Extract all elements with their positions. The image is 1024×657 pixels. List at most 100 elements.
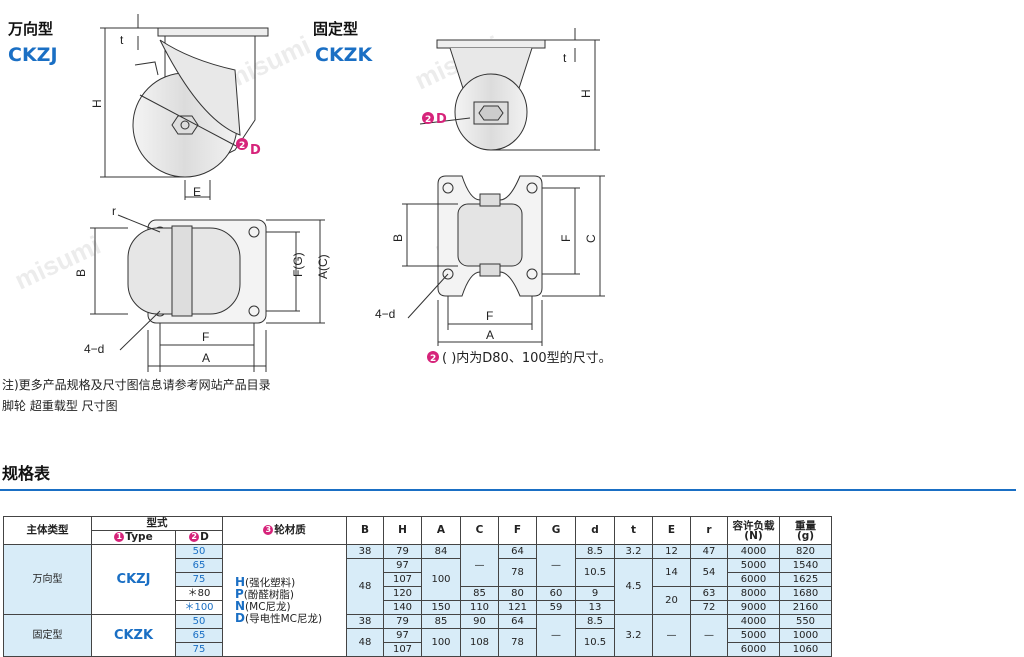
cell-A: 150 [421, 600, 461, 615]
cell-G: 60 [536, 586, 576, 601]
cell-weight: 1625 [779, 572, 832, 587]
badge-2-left: 2 [239, 141, 245, 151]
cell-d: 10.5 [575, 558, 615, 587]
material-letter: N [235, 598, 246, 613]
cell-G: — [536, 614, 576, 657]
cell-weight: 1060 [779, 642, 832, 657]
d-value: ＊100 [175, 600, 223, 615]
cell-C: 85 [460, 586, 499, 601]
th-load-unit: (N) [744, 529, 763, 542]
cell-C: 90 [460, 614, 499, 629]
note-line-2: 脚轮 超重载型 尺寸图 [2, 399, 118, 413]
watermark-1: misumi [10, 230, 105, 296]
footnote-text: ( )内为D80、100型的尺寸。 [442, 350, 612, 366]
dim-D-left: D [250, 143, 261, 158]
cell-B: 38 [346, 614, 384, 629]
cell-E: 12 [652, 544, 691, 559]
cell-weight: 550 [779, 614, 832, 629]
left-type-code: CKZJ [8, 44, 58, 66]
th-t: t [614, 516, 653, 545]
cell-load: 5000 [727, 628, 780, 643]
right-type-name: 固定型 [313, 20, 359, 38]
dim-r: r [112, 204, 116, 218]
cell-E: 14 [652, 558, 691, 587]
dim-4d-right: 4−d [375, 307, 395, 321]
section-title: 规格表 [2, 464, 51, 483]
cell-F: 64 [498, 544, 537, 559]
cell-H: 120 [383, 586, 422, 601]
cell-t: 4.5 [614, 558, 653, 615]
th-C: C [460, 516, 499, 545]
material-letter: H [235, 574, 246, 589]
dim-AC: A(C) [316, 254, 330, 279]
cell-r: 54 [690, 558, 728, 587]
group-name-swivel: 万向型 [3, 544, 92, 615]
dim-C: C [584, 234, 598, 243]
cell-C: — [460, 544, 499, 587]
cell-F: 64 [498, 614, 537, 629]
dim-H-left: H [90, 99, 104, 108]
th-B: B [346, 516, 384, 545]
dim-t-left: t [120, 33, 124, 47]
cell-weight: 2160 [779, 600, 832, 615]
dimension-drawing: 万向型 CKZJ 固定型 CKZK misumi misumi misumi m… [8, 14, 612, 372]
th-F: F [498, 516, 537, 545]
left-type-name: 万向型 [8, 20, 54, 38]
cell-weight: 1680 [779, 586, 832, 601]
cell-H: 107 [383, 572, 422, 587]
cell-d: 8.5 [575, 614, 615, 629]
cell-E: — [652, 614, 691, 657]
material-D: D(导电性MC尼龙) [235, 610, 346, 625]
cell-C: 110 [460, 600, 499, 615]
d-value: 75 [175, 572, 223, 587]
th-weight-label: 重量 [795, 519, 816, 532]
cell-r: 63 [690, 586, 728, 601]
note-line-1: 注)更多产品规格及尺寸图信息请参考网站产品目录 [2, 378, 271, 392]
th-load-label: 容许负载 [732, 519, 775, 532]
material-list: H(强化塑料) P(酚醛树脂) N(MC尼龙) D(导电性MC尼龙) [222, 544, 347, 657]
cell-d: 9 [575, 586, 615, 601]
dim-FG: F(G) [291, 252, 305, 277]
cell-load: 4000 [727, 614, 780, 629]
dim-D-right: D [436, 112, 447, 127]
th-d: d [575, 516, 615, 545]
cell-load: 6000 [727, 572, 780, 587]
material-letter: D [235, 610, 245, 625]
cell-F: 80 [498, 586, 537, 601]
th-d-label: D [200, 531, 209, 543]
cell-A: 85 [421, 614, 461, 629]
d-value: 65 [175, 628, 223, 643]
th-weight: 重量(g) [779, 516, 832, 545]
group-code-rigid: CKZK [91, 614, 176, 657]
dim-A-right: A [486, 328, 494, 342]
material-H: H(强化塑料) [235, 574, 346, 589]
cell-A: 100 [421, 558, 461, 601]
d-value: 65 [175, 558, 223, 573]
d-value: ＊80 [175, 586, 223, 601]
dim-F-right: F [486, 309, 493, 323]
material-desc: (导电性MC尼龙) [244, 612, 323, 625]
cell-r: 47 [690, 544, 728, 559]
badge-2: 2 [189, 532, 200, 542]
cell-F: 121 [498, 600, 537, 615]
cell-t: 3.2 [614, 544, 653, 559]
th-weight-unit: (g) [796, 529, 815, 542]
material-P: P(酚醛树脂) [235, 586, 346, 601]
cell-C: 108 [460, 628, 499, 657]
cell-A: 84 [421, 544, 461, 559]
th-main-type: 主体类型 [3, 516, 92, 545]
badge-2-right: 2 [425, 115, 431, 125]
th-type-label: Type [125, 531, 153, 543]
dim-A-left: A [202, 351, 210, 365]
cell-load: 5000 [727, 558, 780, 573]
material-letter: P [235, 586, 244, 601]
dim-H-right: H [579, 89, 593, 98]
cell-load: 6000 [727, 642, 780, 657]
dim-B-left: B [74, 269, 88, 277]
cell-weight: 820 [779, 544, 832, 559]
cell-G: — [536, 544, 576, 587]
th-G: G [536, 516, 576, 545]
